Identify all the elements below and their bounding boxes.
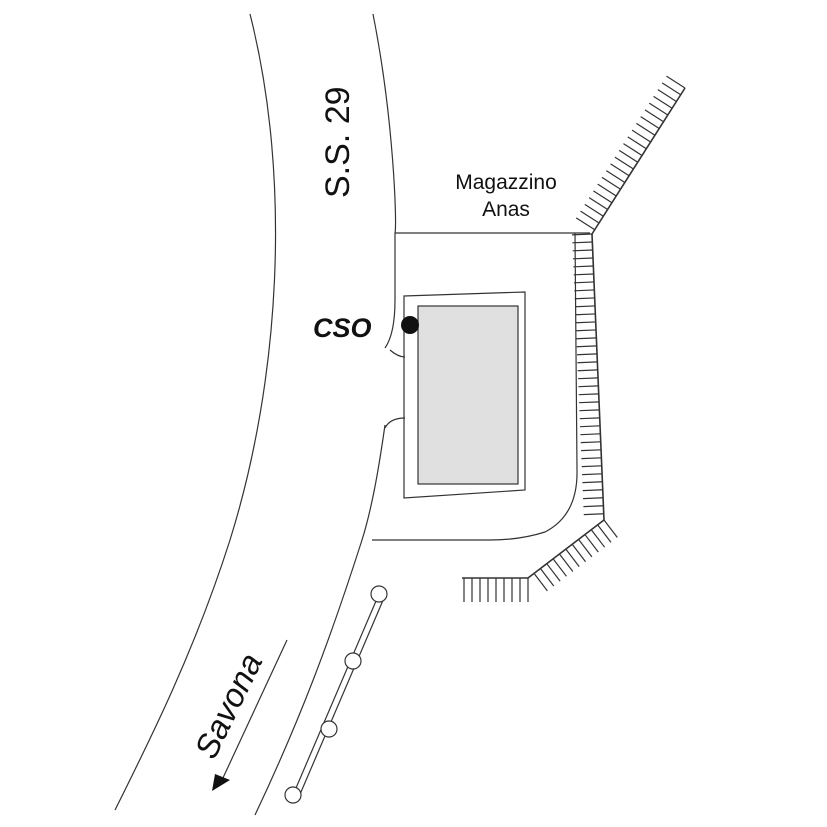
hatch-tick (571, 543, 587, 563)
road-left-edge (114, 13, 277, 811)
hatch-tick (644, 109, 664, 123)
cso-label: CSO (313, 313, 372, 343)
embankment-edge (591, 87, 686, 235)
hatch-tick (580, 441, 601, 444)
hatch-tick (573, 273, 594, 276)
hatch-tick (653, 95, 673, 109)
hatch-tick (559, 553, 574, 572)
hatch-tick (572, 257, 594, 260)
embankment-edge (591, 233, 605, 521)
hatch-tick (575, 321, 596, 324)
embankment-hatch (462, 75, 686, 602)
hatch-tick (579, 409, 600, 412)
hatch-tick (577, 369, 598, 372)
hatch-tick (582, 489, 603, 492)
hatch-tick (576, 345, 597, 348)
hatch-tick (583, 497, 604, 500)
utility-pole (284, 786, 302, 804)
hatch-tick (603, 519, 618, 538)
hatch-tick (583, 505, 604, 508)
hatch-tick (574, 289, 595, 292)
hatch-tick (666, 75, 686, 89)
hatch-tick (590, 529, 606, 548)
hatch-tick (577, 353, 598, 356)
hatch-tick (533, 573, 548, 592)
building-label-line2: Anas (482, 198, 530, 221)
hatch-tick (584, 534, 599, 553)
hatch-tick (546, 563, 561, 582)
hatch-tick (623, 143, 643, 156)
hatch-tick (578, 385, 599, 388)
hatch-tick (631, 129, 651, 143)
hatch-tick (578, 377, 599, 380)
building-label-line1: Magazzino (455, 171, 557, 194)
hatch-tick (582, 473, 603, 476)
hatch-tick (581, 457, 602, 460)
utility-pole (320, 720, 338, 738)
hatch-tick (597, 183, 617, 197)
hatch-tick (583, 513, 604, 516)
utility-pole (370, 585, 388, 603)
hatch-tick (580, 433, 601, 436)
hatch-tick (573, 265, 594, 268)
hatch-tick (614, 156, 634, 170)
hatch-tick (574, 297, 595, 300)
hatch-tick (552, 558, 567, 577)
hatch-tick (576, 329, 597, 332)
hatch-tick (661, 82, 682, 96)
hatch-tick (636, 122, 656, 136)
hatch-tick (580, 425, 601, 428)
hatch-tick (575, 305, 596, 308)
road-right-edge (254, 13, 397, 816)
utility-line (284, 585, 388, 804)
hatch-tick (565, 548, 580, 567)
hatch-tick (640, 116, 660, 129)
cso-marker[interactable] (401, 316, 419, 334)
hatch-tick (572, 249, 593, 252)
hatch-tick (588, 197, 608, 210)
hatch-tick (571, 233, 593, 236)
hatch-tick (580, 210, 600, 224)
hatch-tick (593, 190, 613, 204)
hatch-tick (575, 313, 596, 316)
hatch-tick (605, 170, 626, 183)
hatch-tick (578, 393, 599, 396)
hatch-tick (597, 524, 612, 543)
hatch-tick (610, 163, 630, 177)
hatch-tick (572, 241, 593, 244)
hatch-tick (648, 102, 669, 116)
hatch-tick (576, 337, 597, 340)
hatch-tick (574, 281, 595, 284)
building-outline (403, 291, 526, 499)
hatch-tick (575, 217, 596, 231)
hatch-tick (579, 417, 600, 420)
hatch-tick (581, 465, 602, 468)
hatch-tick (627, 136, 647, 150)
hatch-tick (578, 539, 593, 558)
utility-pole (344, 652, 362, 670)
hatch-tick (657, 89, 677, 103)
hatch-tick (539, 568, 555, 587)
savona-arrow (212, 639, 288, 791)
hatch-tick (618, 149, 639, 163)
arrow-head-icon (212, 774, 230, 791)
hatch-tick (582, 481, 603, 484)
hatch-tick (581, 449, 602, 452)
hatch-tick (577, 361, 598, 364)
building-block (417, 305, 519, 485)
hatch-tick (579, 401, 600, 404)
hatch-tick (584, 203, 604, 217)
hatch-tick (601, 176, 621, 190)
road-name-label: S.S. 29 (319, 86, 357, 198)
